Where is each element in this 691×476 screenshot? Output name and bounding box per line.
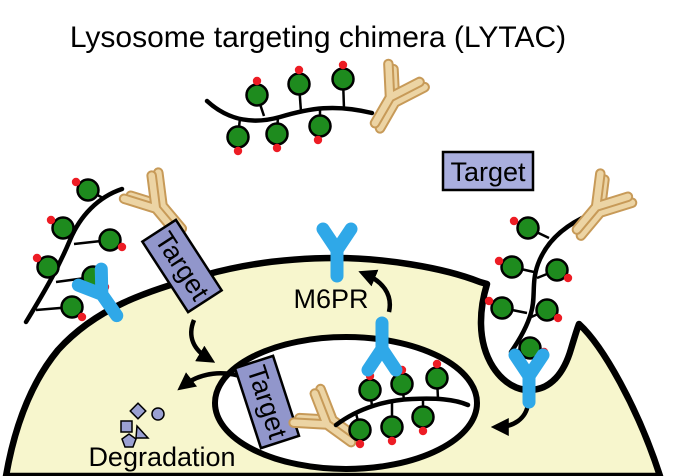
m6p-circle-icon (51, 216, 75, 240)
lytac-molecule-top (204, 60, 426, 156)
m6p-circle-icon (358, 378, 382, 402)
degradation-label: Degradation (88, 442, 235, 472)
m6p-circle-icon (76, 178, 100, 202)
m6p-circle-icon (380, 415, 404, 439)
fragment-square (120, 420, 133, 433)
m6p-circle-icon (500, 255, 524, 279)
m6p-glycan (46, 215, 77, 240)
phosphate-dot-icon (432, 359, 442, 369)
degradation-fragments (120, 402, 165, 448)
m6p-circle-icon (348, 418, 372, 442)
phosphate-dot-icon (484, 296, 494, 306)
glycopeptide-chain (204, 98, 375, 123)
m6p-circle-icon (545, 258, 569, 282)
m6p-circle-icon (36, 255, 60, 279)
m6p-glycan (425, 359, 449, 400)
phosphate-dot-icon (77, 312, 87, 322)
phosphate-dot-icon (509, 216, 519, 226)
phosphate-dot-icon (71, 177, 81, 187)
m6p-glycan (509, 216, 550, 240)
m6p-glycan (245, 76, 269, 117)
glycopeptide-chain (508, 211, 594, 355)
phosphate-dot-icon (418, 426, 428, 436)
phosphate-dot-icon (272, 143, 282, 153)
m6p-circle-icon (98, 228, 122, 252)
m6p-circle-icon (518, 336, 542, 360)
m6p-circle-icon (535, 298, 559, 322)
m6p-glycan (265, 115, 289, 153)
phosphate-dot-icon (563, 273, 573, 283)
phosphate-dot-icon (32, 253, 42, 263)
m6p-glycan (411, 399, 435, 436)
diagram-title: Lysosome targeting chimera (LYTAC) (70, 21, 566, 54)
target-box (140, 218, 224, 314)
m6p-circle-icon (490, 296, 514, 320)
m6p-glycan (528, 298, 563, 323)
m6p-circle-icon (245, 83, 269, 107)
fragment-pentagon (121, 433, 137, 448)
glycopeptide-chain (23, 186, 125, 325)
target-box (441, 150, 535, 192)
m6p-circle-icon (411, 405, 435, 429)
m6p-circle-icon (516, 216, 540, 240)
phosphate-dot-icon (387, 436, 397, 446)
m6p-circle-icon (226, 125, 250, 149)
m6p-circle-icon (331, 67, 355, 91)
phosphate-dot-icon (313, 135, 323, 145)
lytac-molecule-right (484, 174, 634, 402)
phosphate-dot-icon (252, 76, 262, 86)
phosphate-dot-icon (338, 60, 348, 70)
antibody-icon (358, 64, 425, 137)
m6p-glycan (287, 65, 311, 113)
m6p-glycan (536, 258, 573, 283)
m6pr-label: M6PR (293, 284, 368, 314)
target-box (233, 354, 301, 450)
arrow-recycling (358, 269, 393, 313)
phosphate-dot-icon (494, 256, 504, 266)
m6p-glycan (348, 412, 372, 449)
target-text: Target (450, 157, 526, 187)
m6p-circle-icon (390, 372, 414, 396)
glycopeptide-chain (333, 396, 471, 428)
m6p-circle-icon (287, 72, 311, 96)
m6p-glycan (226, 117, 250, 156)
m6p-circle-icon (308, 114, 332, 138)
phosphate-dot-icon (233, 146, 243, 156)
m6p-circle-icon (425, 366, 449, 390)
phosphate-dot-icon (117, 242, 127, 252)
phosphate-dot-icon (553, 313, 563, 323)
arrow-internalization (189, 319, 216, 363)
fragment-triangle (135, 424, 150, 439)
m6p-circle-icon (265, 122, 289, 146)
antibody-icon (562, 174, 634, 248)
m6p-glycan (71, 177, 104, 202)
m6p-circle-icon (60, 295, 84, 319)
m6p-glycan (35, 295, 87, 322)
phosphate-dot-icon (355, 439, 365, 449)
m6p-glycan (331, 60, 355, 110)
lytac-molecule-left (23, 171, 196, 325)
m6p-glycan (308, 108, 332, 145)
phosphate-dot-icon (294, 65, 304, 75)
target-label-free: Target (441, 150, 535, 192)
m6p-glycan (73, 228, 127, 252)
phosphate-dot-icon (46, 215, 56, 225)
m6p-glycan (380, 401, 404, 446)
fragment-circle (151, 407, 165, 421)
m6p-glycan (494, 255, 535, 279)
m6p-glycan (484, 296, 528, 320)
m6p-glycan (32, 253, 61, 279)
fragment-diamond (129, 402, 147, 420)
